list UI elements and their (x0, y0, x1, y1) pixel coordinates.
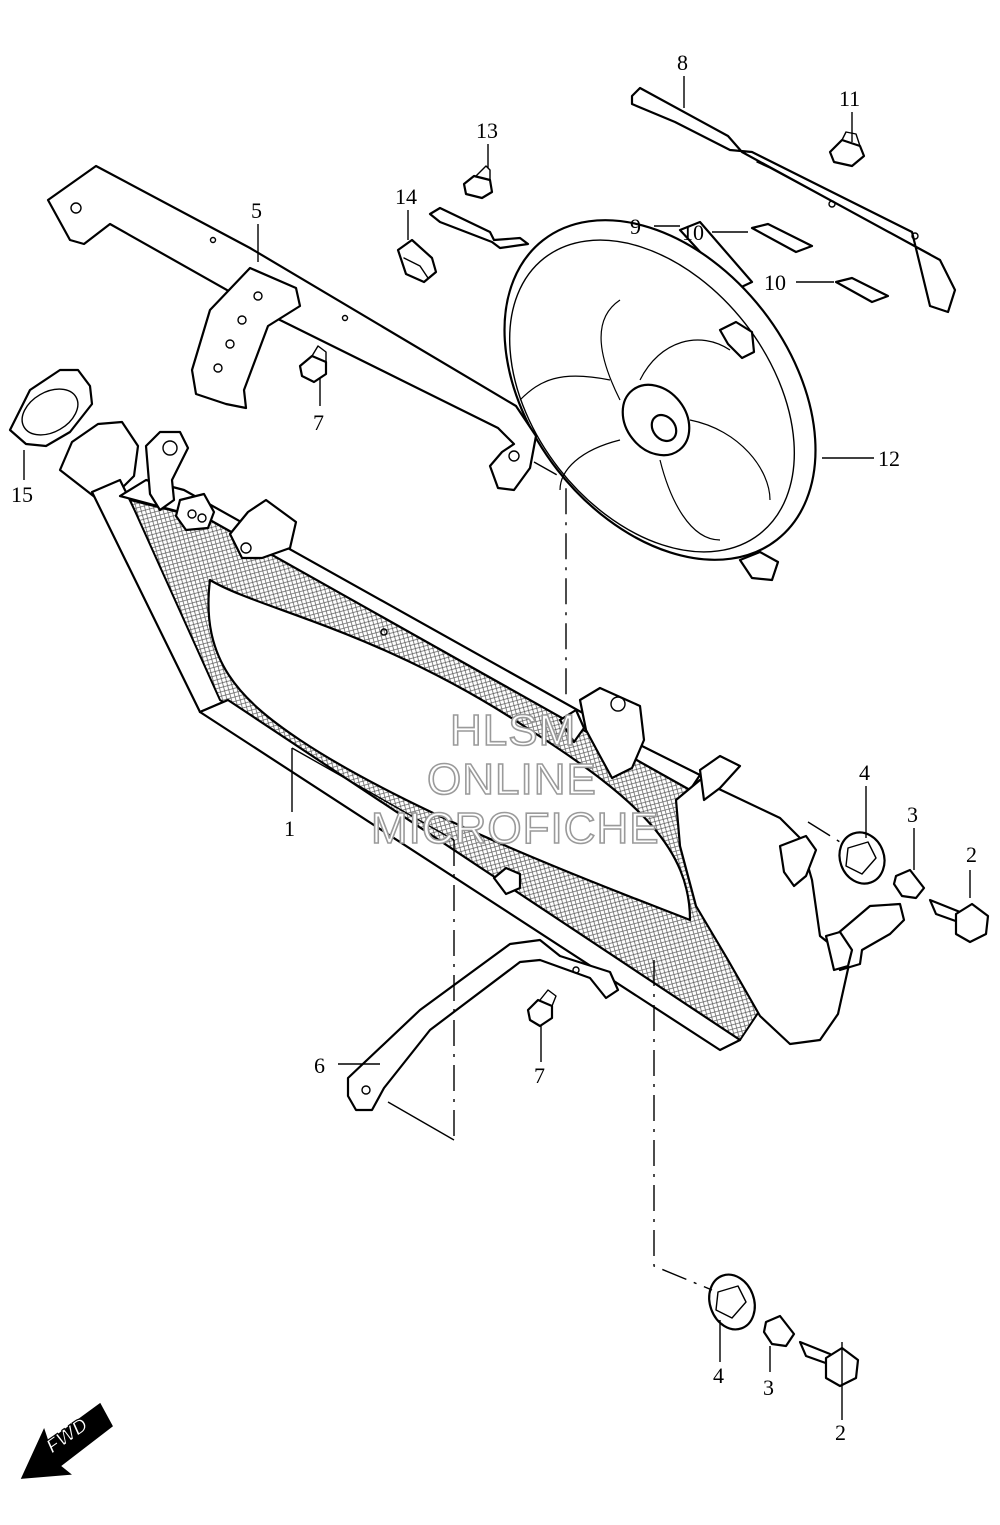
callout-12: 12 (878, 446, 900, 471)
callout-4-lower: 4 (713, 1363, 724, 1388)
callout-7-upper: 7 (313, 410, 324, 435)
collar-lower (762, 1314, 796, 1348)
bolt-2-lower (798, 1340, 860, 1388)
radiator-cap (8, 368, 94, 448)
callout-9: 9 (630, 214, 641, 239)
grommet-upper (838, 831, 886, 885)
cooling-fan (428, 206, 817, 582)
watermark-line-1: HLSM (450, 706, 576, 755)
callout-11: 11 (839, 86, 860, 111)
clamp-14 (396, 238, 438, 284)
assembly-lines (453, 461, 841, 1291)
upper-bracket (46, 164, 538, 492)
callout-4-upper: 4 (859, 760, 870, 785)
fwd-arrow-icon (20, 1402, 113, 1479)
radiator (58, 420, 906, 1052)
collar-upper (892, 868, 926, 900)
callout-8: 8 (677, 50, 688, 75)
callout-3-lower: 3 (763, 1375, 774, 1400)
watermark-line-3: MICROFICHE (371, 804, 660, 853)
callout-7-lower: 7 (534, 1063, 545, 1088)
leader-lines (23, 76, 971, 1420)
callout-15: 15 (11, 482, 33, 507)
callout-numbers: 1 2 2 3 3 4 4 5 6 7 7 8 9 10 10 11 12 13… (11, 50, 977, 1445)
callout-2-lower: 2 (835, 1420, 846, 1445)
callout-3-upper: 3 (907, 802, 918, 827)
clip-11 (828, 131, 866, 168)
callout-14: 14 (395, 184, 417, 209)
callout-10-upper: 10 (682, 220, 704, 245)
heat-shield-plate (630, 86, 957, 314)
grommet-lower (708, 1273, 756, 1331)
fan-blades (519, 299, 771, 541)
callout-5: 5 (251, 198, 262, 223)
bolt-7-lower (526, 989, 557, 1028)
fwd-direction-badge: FWD (20, 1402, 113, 1479)
bolt-7-upper (298, 345, 328, 384)
bolt-2-upper (928, 898, 990, 944)
bolt-13 (462, 165, 494, 200)
watermark-line-2: ONLINE (427, 755, 597, 804)
callout-13: 13 (476, 118, 498, 143)
lower-bracket (346, 938, 620, 1112)
callout-6: 6 (314, 1053, 325, 1078)
cushion-pads (678, 220, 890, 304)
callout-10-lower: 10 (764, 270, 786, 295)
callout-1: 1 (284, 816, 295, 841)
watermark: HLSM ONLINE MICROFICHE (370, 705, 660, 854)
callout-2-upper: 2 (966, 842, 977, 867)
